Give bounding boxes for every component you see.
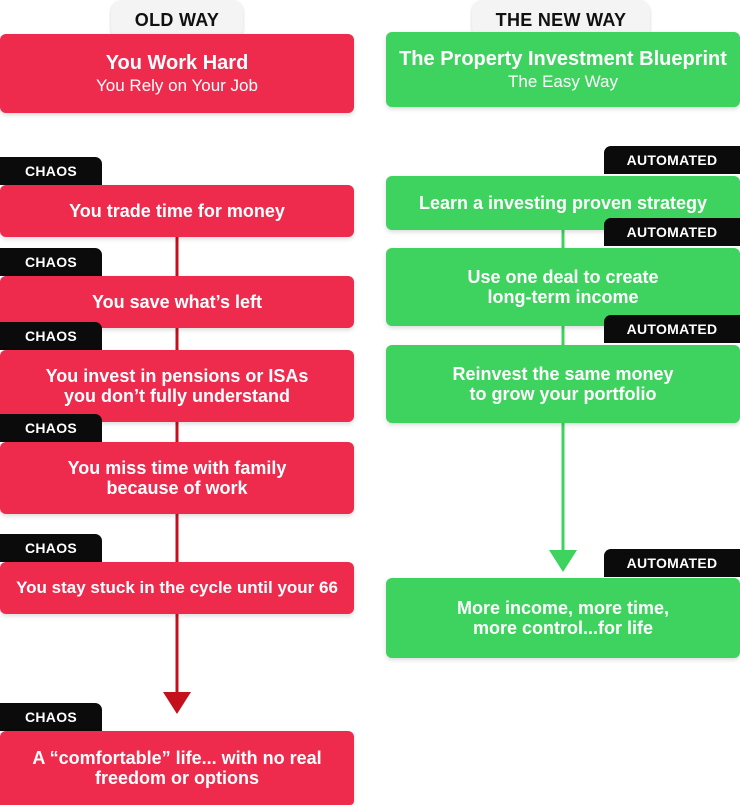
chaos-tag: CHAOS	[0, 534, 102, 562]
chaos-tag: CHAOS	[0, 414, 102, 442]
step-text: You stay stuck in the cycle until your 6…	[16, 578, 338, 597]
old-way-step-5: You stay stuck in the cycle until your 6…	[0, 562, 354, 614]
automated-tag: AUTOMATED	[604, 549, 740, 577]
step-text: Use one deal to create	[467, 267, 659, 287]
chaos-tag: CHAOS	[0, 157, 102, 185]
new-way-top-box: The Property Investment Blueprint The Ea…	[386, 32, 740, 107]
old-way-header: OLD WAY	[111, 0, 243, 40]
new-way-step-2: Use one deal to create long-term income	[386, 248, 740, 326]
step-text: You miss time with family	[67, 458, 287, 478]
step-text: More income, more time,	[456, 598, 670, 618]
step-text: You trade time for money	[69, 201, 285, 221]
chaos-tag: CHAOS	[0, 248, 102, 276]
old-way-arrowhead	[163, 692, 191, 714]
old-way-top-box: You Work Hard You Rely on Your Job	[0, 34, 354, 113]
new-way-final-outcome: More income, more time, more control...f…	[386, 578, 740, 658]
new-way-top-title: The Property Investment Blueprint	[399, 47, 727, 70]
old-way-top-title: You Work Hard	[105, 51, 249, 74]
automated-tag: AUTOMATED	[604, 218, 740, 246]
new-way-step-3: Reinvest the same money to grow your por…	[386, 345, 740, 423]
step-text: to grow your portfolio	[469, 384, 657, 404]
old-way-top-subtitle: You Rely on Your Job	[96, 75, 258, 95]
step-text: more control...for life	[472, 618, 654, 638]
automated-tag: AUTOMATED	[604, 315, 740, 343]
step-text: long-term income	[487, 287, 639, 307]
old-way-final-outcome: A “comfortable” life... with no real fre…	[0, 731, 354, 805]
step-text: you don’t fully understand	[64, 386, 290, 406]
new-way-arrowhead	[549, 550, 577, 572]
step-text: because of work	[106, 478, 248, 498]
step-text: You save what’s left	[91, 292, 263, 312]
new-way-top-subtitle: The Easy Way	[508, 71, 618, 91]
step-text: freedom or options	[94, 768, 259, 788]
old-way-step-4: You miss time with family because of wor…	[0, 442, 354, 514]
step-text: Learn a investing proven strategy	[418, 193, 708, 213]
step-text: Reinvest the same money	[452, 364, 674, 384]
chaos-tag: CHAOS	[0, 322, 102, 350]
step-text: A “comfortable” life... with no real	[32, 748, 322, 768]
step-text: You invest in pensions or ISAs	[45, 366, 309, 386]
old-way-step-3: You invest in pensions or ISAs you don’t…	[0, 350, 354, 422]
old-way-step-1: You trade time for money	[0, 185, 354, 237]
old-way-step-2: You save what’s left	[0, 276, 354, 328]
chaos-tag: CHAOS	[0, 703, 102, 731]
automated-tag: AUTOMATED	[604, 146, 740, 174]
